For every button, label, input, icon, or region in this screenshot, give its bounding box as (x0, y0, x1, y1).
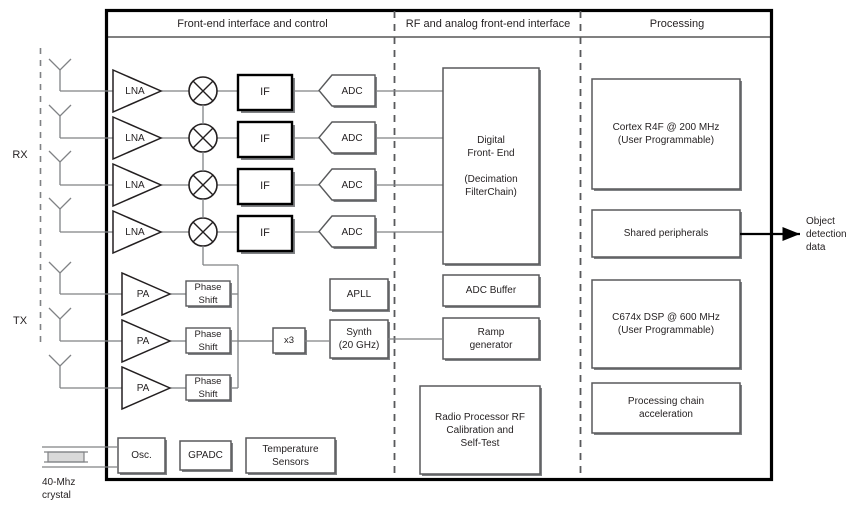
crystal-symbol (42, 446, 118, 468)
adc-buffer-block (442, 274, 540, 307)
apll-block (329, 278, 389, 311)
pa-1 (121, 271, 172, 317)
rx-antenna-1 (48, 58, 106, 92)
if-filter-3 (236, 167, 294, 206)
pa-3 (121, 365, 172, 411)
if-filter-1 (236, 73, 294, 112)
lna-3 (112, 162, 163, 208)
mixer-3 (188, 170, 218, 200)
lna-1 (112, 68, 163, 114)
tx-antenna-1 (48, 261, 106, 295)
cortex-r4f-block (591, 78, 741, 190)
adc-3 (318, 168, 376, 201)
mixer-4 (188, 217, 218, 247)
multiplier-x3-block (272, 327, 306, 354)
radio-processor-block (419, 385, 541, 475)
adc-2 (318, 121, 376, 154)
if-filter-2 (236, 120, 294, 159)
temperature-sensors-block (245, 437, 336, 474)
gpadc-block (179, 440, 232, 471)
digital-front-end-block (442, 67, 540, 265)
phase-shifter-3 (185, 374, 231, 401)
pa-2 (121, 318, 172, 364)
adc-4 (318, 215, 376, 248)
lna-2 (112, 115, 163, 161)
if-filter-4 (236, 214, 294, 253)
phase-shifter-1 (185, 280, 231, 307)
rx-antenna-3 (48, 150, 106, 186)
c674x-dsp-block (591, 279, 741, 369)
tx-antenna-3 (48, 354, 106, 389)
phase-shifter-2 (185, 327, 231, 354)
processing-chain-acceleration-block (591, 382, 741, 434)
rx-antenna-4 (48, 197, 106, 233)
synth-wiring (305, 338, 443, 342)
mixer-1 (188, 76, 218, 106)
tx-antenna-2 (48, 307, 106, 342)
oscillator-block (117, 437, 166, 474)
adc-1 (318, 74, 376, 107)
shared-peripherals-block (591, 209, 741, 258)
lna-4 (112, 209, 163, 255)
ramp-generator-block (442, 317, 540, 360)
mixer-2 (188, 123, 218, 153)
rx-antenna-2 (48, 104, 106, 139)
chip-boundary (104, 8, 774, 482)
synth-block (329, 319, 389, 359)
